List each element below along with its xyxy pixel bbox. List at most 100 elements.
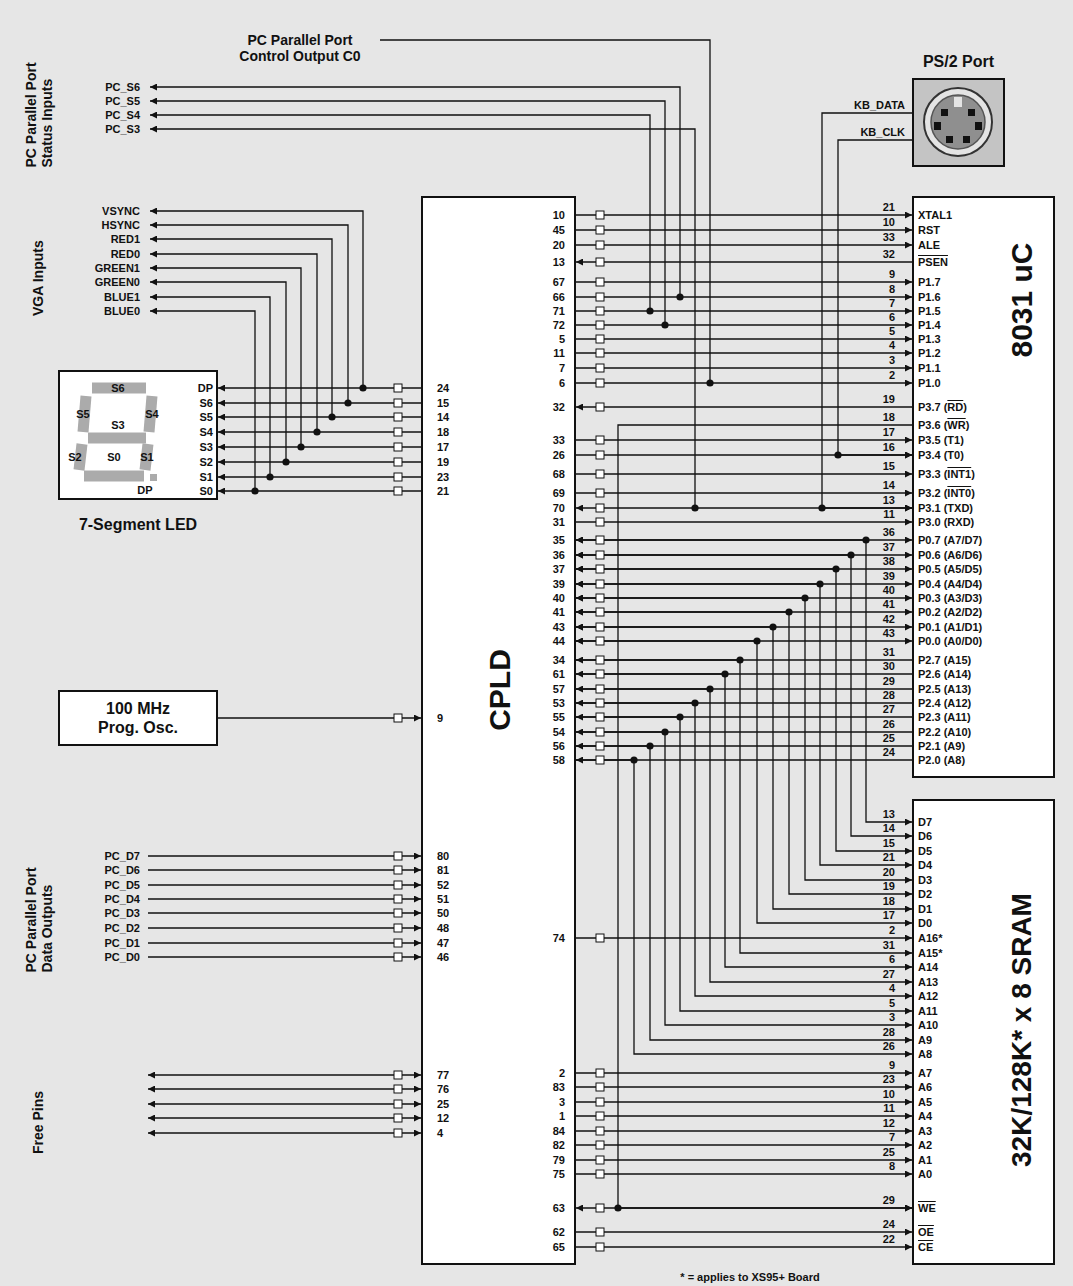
group-label: PC Parallel Port Status Inputs — [22, 33, 54, 168]
signal-wire — [218, 490, 421, 491]
pin-number: 11 — [883, 508, 895, 520]
segment-label: S5 — [200, 411, 213, 423]
signal-wire — [576, 717, 912, 1011]
junction-dot — [266, 473, 273, 480]
pin-number: 61 — [553, 668, 565, 680]
pin-name: WE — [918, 1202, 936, 1214]
junction-dot — [676, 713, 683, 720]
signal-wire — [576, 492, 912, 493]
junction-dot — [736, 656, 743, 663]
pin-number: 40 — [553, 592, 565, 604]
pin-pad — [596, 321, 604, 329]
group-label: VGA Inputs — [30, 206, 46, 316]
pin-name: A16* — [918, 932, 942, 944]
signal-name: PC_D5 — [105, 879, 140, 891]
pin-name: P0.0 (A0/D0) — [918, 635, 982, 647]
junction-dot — [646, 307, 653, 314]
pin-number: 39 — [553, 578, 565, 590]
data-wire — [148, 884, 421, 885]
pin-number: 21 — [883, 851, 895, 863]
junction-dot — [862, 536, 869, 543]
pin-pad — [596, 685, 604, 693]
seven-segment-led: 7-Segment LED — [58, 370, 218, 500]
pin-number: 17 — [883, 909, 895, 921]
pin-number: 23 — [437, 471, 449, 483]
pin-pad — [596, 1156, 604, 1164]
pin-number: 50 — [437, 907, 449, 919]
pin-pad — [596, 623, 604, 631]
pin-pad — [394, 443, 402, 451]
pin-number: 57 — [553, 683, 565, 695]
pin-number: 21 — [883, 201, 895, 213]
signal-wire — [576, 555, 912, 836]
junction-dot — [676, 293, 683, 300]
chip-title: CPLD — [484, 649, 516, 731]
pin-name: A10 — [918, 1019, 938, 1031]
signal-name: HSYNC — [101, 219, 140, 231]
pin-name: P0.2 (A2/D2) — [918, 606, 982, 618]
pin-name: P3.2 (INT0) — [918, 487, 975, 499]
junction-dot — [251, 487, 258, 494]
pin-pad — [596, 1141, 604, 1149]
led-segment — [88, 433, 146, 444]
junction-dot — [785, 608, 792, 615]
signal-wire — [576, 540, 912, 822]
free-pin-wire — [148, 1074, 421, 1075]
pin-number: 41 — [883, 598, 895, 610]
signal-wire — [576, 1101, 912, 1102]
free-pin-wire — [148, 1117, 421, 1118]
pin-name: P3.1 (TXD) — [918, 502, 973, 514]
signal-wire — [576, 473, 912, 474]
pin-pad — [596, 211, 604, 219]
digit-drawing — [60, 372, 216, 498]
oscillator-box: 100 MHz Prog. Osc. — [58, 690, 218, 746]
signal-wire — [576, 367, 912, 368]
signal-wire — [576, 281, 912, 282]
signal-wire — [576, 1072, 912, 1073]
pin-name: ALE — [918, 239, 940, 251]
pin-number: 10 — [883, 216, 895, 228]
signal-name: PC_D3 — [105, 907, 140, 919]
group-label: Free Pins — [30, 1054, 46, 1154]
pin-number: 55 — [553, 711, 565, 723]
pin-number: 24 — [883, 1218, 895, 1230]
signal-wire — [576, 703, 912, 996]
junction-dot — [691, 699, 698, 706]
pin-number: 13 — [553, 256, 565, 268]
pin-number: 31 — [883, 646, 895, 658]
signal-wire — [576, 612, 912, 894]
segment-label: S4 — [200, 426, 213, 438]
junction-dot — [818, 504, 825, 511]
pin-number: 48 — [437, 922, 449, 934]
pin-number: 20 — [553, 239, 565, 251]
signal-wire — [576, 641, 912, 923]
pin-number: 35 — [553, 534, 565, 546]
pin-number: 75 — [553, 1168, 565, 1180]
signal-wire — [576, 521, 912, 522]
pin-pad — [394, 428, 402, 436]
data-wire — [148, 855, 421, 856]
pin-number: 8 — [889, 1160, 895, 1172]
box-title: 7-Segment LED — [79, 515, 197, 534]
pin-pad — [394, 1114, 402, 1122]
pin-number: 2 — [889, 369, 895, 381]
pin-name: P2.4 (A12) — [918, 697, 971, 709]
pin-pad — [394, 1100, 402, 1108]
signal-name: PC_S5 — [105, 95, 140, 107]
pin-number: 39 — [883, 570, 895, 582]
pin-pad — [596, 436, 604, 444]
pin-number: 29 — [883, 675, 895, 687]
pin-pad — [596, 489, 604, 497]
pin-number: 11 — [883, 1102, 895, 1114]
pin-pad — [596, 504, 604, 512]
junction-dot — [344, 399, 351, 406]
pin-name: P0.3 (A3/D3) — [918, 592, 982, 604]
pin-number: 13 — [883, 808, 895, 820]
pin-name: A7 — [918, 1067, 932, 1079]
junction-dot — [847, 551, 854, 558]
pin-number: 58 — [553, 754, 565, 766]
pin-pad — [596, 335, 604, 343]
pin-number: 28 — [883, 1026, 895, 1038]
pin-number: 80 — [437, 850, 449, 862]
pin-pad — [394, 413, 402, 421]
